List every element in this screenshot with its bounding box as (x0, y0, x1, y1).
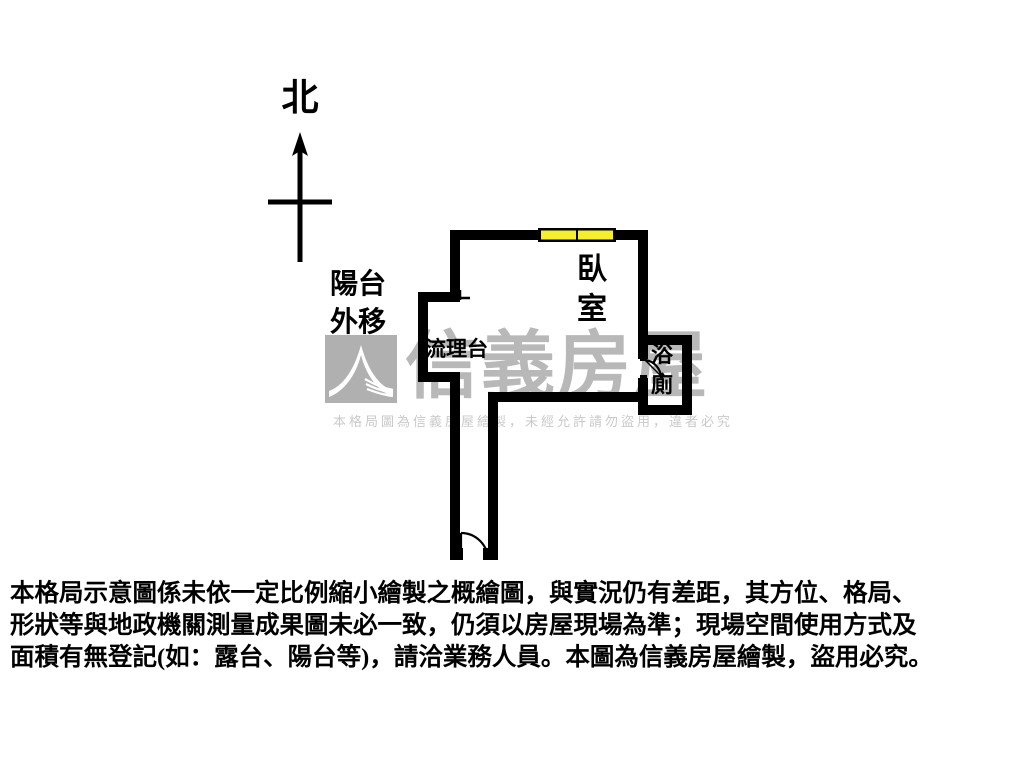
compass: 北 (255, 78, 345, 268)
wall-group (418, 230, 692, 560)
compass-north-label: 北 (281, 78, 319, 119)
disclaimer: 本格局示意圖係未依一定比例縮小繪製之概繪圖，與實況仍有差距，其方位、格局、 形狀… (10, 578, 1018, 674)
balcony-annotation: 陽台 外移 (330, 266, 426, 342)
balcony-annotation-line1: 陽台 (330, 269, 387, 300)
window (538, 228, 616, 242)
balcony-annotation-line2: 外移 (330, 307, 387, 338)
entry-door (458, 531, 490, 561)
disclaimer-line-1: 本格局示意圖係未依一定比例縮小繪製之概繪圖，與實況仍有差距，其方位、格局、 (10, 580, 917, 607)
bathroom-door (640, 357, 664, 379)
room-label-bathroom: 浴 廁 (650, 342, 673, 397)
room-label-bedroom: 臥 室 (577, 253, 607, 326)
disclaimer-line-3: 面積有無登記(如：露台、陽台等)，請洽業務人員。本圖為信義房屋繪製，盜用必究。 (10, 644, 933, 671)
disclaimer-line-2: 形狀等與地政機關測量成果圖未必一致，仍須以房屋現場為準；現場空間使用方式及 (10, 612, 917, 639)
compass-north-arrow-icon (268, 132, 332, 262)
room-label-kitchen-counter: 流理台 (425, 337, 488, 361)
